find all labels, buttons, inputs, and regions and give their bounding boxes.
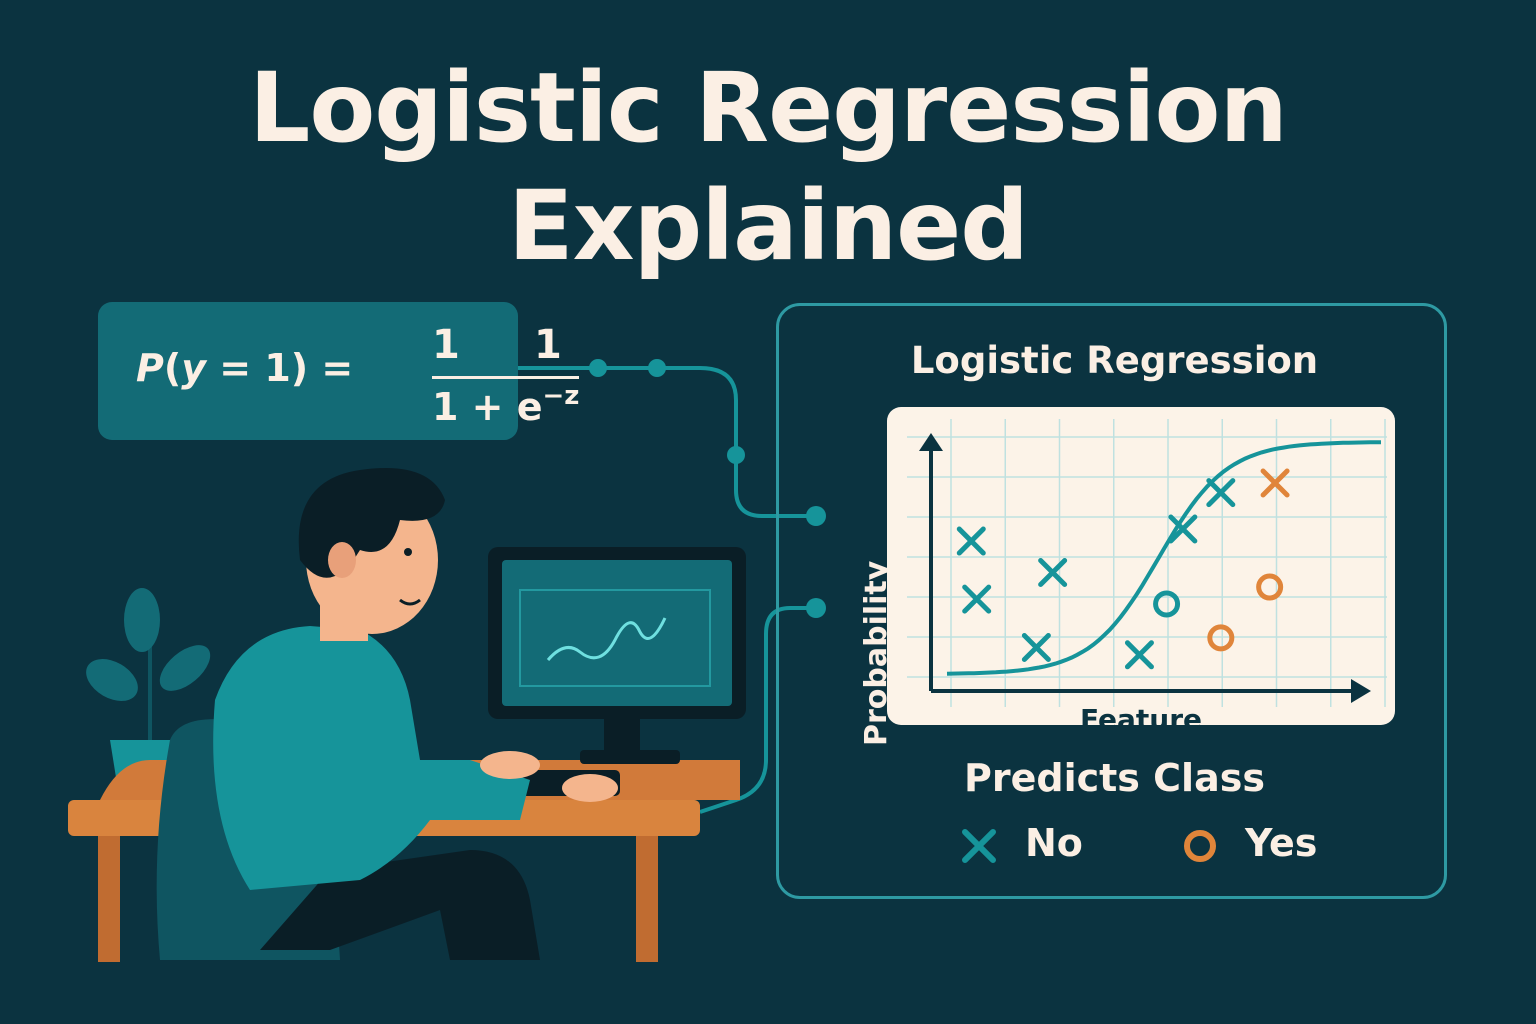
panel-title: Logistic Regression	[910, 339, 1319, 382]
formula-denominator: 1 + e−z	[432, 376, 580, 429]
connector-dots	[589, 359, 826, 618]
legend-x-icon	[962, 829, 996, 863]
legend-yes-label: Yes	[1245, 821, 1318, 865]
data-point-no	[1021, 633, 1051, 663]
data-point-no	[962, 584, 992, 614]
x-axis-label: Feature	[1080, 703, 1202, 725]
scatter-plot	[907, 419, 1387, 707]
legend-circle-icon	[1184, 830, 1216, 862]
data-point-yes-x	[1260, 468, 1290, 498]
monitor	[488, 547, 746, 764]
data-point-yes	[1256, 573, 1284, 601]
x-axis-arrow	[1351, 679, 1371, 703]
formula-numerator-left: 1	[432, 322, 460, 368]
plot-card: Feature	[887, 407, 1395, 725]
data-point-no	[1168, 514, 1198, 544]
connector-lines	[518, 366, 816, 814]
data-point-no	[1038, 558, 1068, 588]
person	[213, 468, 618, 960]
data-point-no	[1124, 640, 1154, 670]
data-point-yes	[1153, 590, 1181, 618]
page-title-line-1: Logistic Regression	[249, 52, 1288, 164]
page-title-line-2: Explained	[508, 170, 1029, 282]
data-point-yes	[1207, 624, 1235, 652]
data-point-no	[1206, 478, 1236, 508]
legend-no-label: No	[1025, 821, 1083, 865]
data-point-no	[956, 526, 986, 556]
sigmoid-curve	[946, 440, 1381, 676]
formula-numerator-right: 1	[534, 322, 562, 368]
sigmoid-formula-box: P(y = 1) = 1 1 1 + e−z	[98, 302, 580, 440]
formula-lhs: P(y = 1) =	[136, 346, 354, 390]
logistic-regression-panel: Logistic Regression Probability Feature …	[776, 303, 1447, 899]
y-axis-arrow	[919, 433, 943, 451]
predicts-class-heading: Predicts Class	[964, 756, 1265, 800]
